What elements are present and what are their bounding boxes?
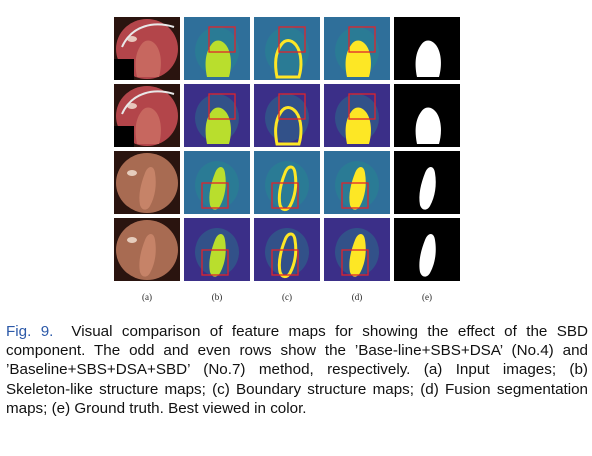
panel-skeleton-row-3 (184, 151, 250, 214)
panel-boundary-row-2 (254, 84, 320, 147)
caption-text: Visual comparison of feature maps for sh… (6, 323, 588, 417)
panel-fusion-row-1 (324, 17, 390, 80)
panel-input-row-1 (114, 17, 180, 80)
panel-fusion-row-2 (324, 84, 390, 147)
column-label-e: (e) (422, 292, 432, 302)
column-labels: (a) (b) (c) (d) (e) (114, 292, 460, 302)
panel-skeleton-row-1 (184, 17, 250, 80)
panel-skeleton-row-2 (184, 84, 250, 147)
figure-number: Fig. 9. (6, 323, 54, 340)
panel-fusion-row-3 (324, 151, 390, 214)
column-label-c: (c) (282, 292, 292, 302)
fusion-image (324, 17, 390, 80)
panel-input-row-4 (114, 218, 180, 281)
ground-truth-image (394, 218, 460, 281)
input-image (114, 151, 180, 214)
skeleton-image (184, 218, 250, 281)
column-label-d: (d) (351, 292, 363, 302)
panel-fusion-row-4 (324, 218, 390, 281)
figure-caption: Fig. 9.Visual comparison of feature maps… (6, 322, 588, 418)
panel-boundary-row-3 (254, 151, 320, 214)
panel-input-row-3 (114, 151, 180, 214)
fusion-image (324, 84, 390, 147)
panel-boundary-row-1 (254, 17, 320, 80)
panel-ground-truth-row-3 (394, 151, 460, 214)
boundary-image (254, 218, 320, 281)
figure-grid (114, 17, 460, 281)
skeleton-image (184, 17, 250, 80)
boundary-image (254, 17, 320, 80)
column-label-a: (a) (142, 292, 152, 302)
fusion-image (324, 151, 390, 214)
input-image (114, 218, 180, 281)
fusion-image (324, 218, 390, 281)
panel-boundary-row-4 (254, 218, 320, 281)
input-image (114, 17, 180, 80)
boundary-image (254, 84, 320, 147)
input-image (114, 84, 180, 147)
ground-truth-image (394, 84, 460, 147)
skeleton-image (184, 84, 250, 147)
panel-ground-truth-row-2 (394, 84, 460, 147)
panel-skeleton-row-4 (184, 218, 250, 281)
panel-ground-truth-row-4 (394, 218, 460, 281)
ground-truth-image (394, 17, 460, 80)
panel-ground-truth-row-1 (394, 17, 460, 80)
panel-input-row-2 (114, 84, 180, 147)
column-label-b: (b) (211, 292, 223, 302)
ground-truth-image (394, 151, 460, 214)
boundary-image (254, 151, 320, 214)
skeleton-image (184, 151, 250, 214)
